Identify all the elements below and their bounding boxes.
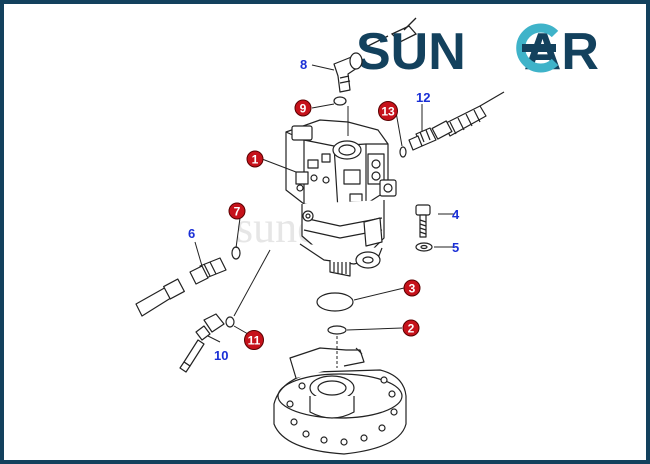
callout-9: 9 (300, 102, 307, 116)
part-hose-left (135, 278, 185, 317)
part-oring-9 (333, 96, 347, 106)
logo-text-c: C (4, 4, 5, 5)
callout-badge-11: 11 (244, 330, 264, 350)
callout-5: 5 (452, 240, 459, 255)
part-fitting-6 (189, 257, 227, 285)
part-oring-13 (399, 146, 407, 158)
logo-text-sun: SUN (356, 23, 466, 81)
callout-badge-3: 3 (403, 279, 421, 297)
part-washer-5 (415, 242, 433, 252)
part-flange-housing (273, 347, 407, 455)
part-elbow-10 (179, 313, 225, 373)
callout-10: 10 (214, 348, 228, 363)
part-bolt-4 (415, 204, 431, 238)
logo-hose-sketch (363, 17, 418, 49)
callout-badge-2: 2 (402, 319, 420, 337)
callout-badge-7: 7 (228, 202, 246, 220)
callout-badge-9: 9 (294, 99, 312, 117)
part-swing-motor-1 (285, 119, 397, 277)
part-oring-2 (327, 325, 347, 335)
callout-4: 4 (452, 207, 460, 222)
part-oring-11 (225, 316, 235, 328)
callouts-blue: 8 12 4 5 6 10 (188, 57, 460, 363)
callout-6: 6 (188, 226, 195, 241)
callout-8: 8 (300, 57, 307, 72)
callout-13: 13 (381, 105, 395, 119)
callout-3: 3 (409, 282, 416, 296)
callout-12: 12 (416, 90, 430, 105)
callouts-red: 9 13 1 7 3 2 11 (228, 99, 421, 350)
part-adapter-12 (408, 127, 437, 151)
part-elbow-fitting-8 (333, 52, 363, 93)
callout-1: 1 (252, 153, 259, 167)
callout-badge-1: 1 (246, 150, 264, 168)
part-hose-upper-right (431, 91, 505, 140)
leader-lines (194, 64, 454, 368)
callout-11: 11 (248, 334, 261, 348)
callout-badge-13: 13 (378, 101, 398, 121)
callout-2: 2 (408, 322, 415, 336)
part-oring-3 (316, 292, 354, 312)
logo-c-mark: C (4, 4, 559, 73)
callout-7: 7 (234, 205, 241, 219)
